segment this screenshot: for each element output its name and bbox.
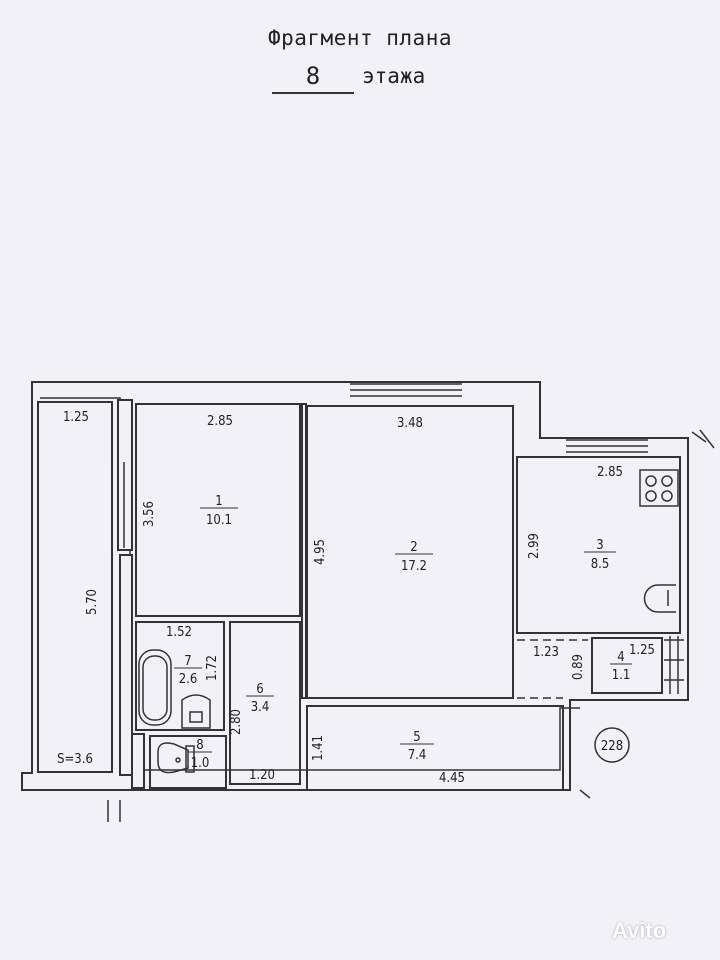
room-5-number: 5 — [413, 730, 420, 745]
room-1-area: 10.1 — [206, 513, 232, 528]
room-3-number: 3 — [596, 538, 603, 553]
avito-watermark: Avito — [612, 918, 667, 943]
dim-r2-width: 3.48 — [397, 416, 423, 431]
dim-r6-length: 2.80 — [229, 709, 244, 735]
window-kitchen — [566, 439, 648, 453]
room-2-area: 17.2 — [401, 559, 427, 574]
dim-r5-width: 4.45 — [439, 771, 465, 786]
room-8-area: 1.0 — [191, 756, 210, 771]
dim-balcony-length: 5.70 — [85, 589, 100, 615]
room-1-number: 1 — [215, 494, 222, 509]
room-3-outline — [516, 456, 681, 634]
plan-title: Фрагмент плана — [267, 26, 452, 50]
balcony-outline — [37, 401, 113, 773]
room-7-number: 7 — [184, 654, 191, 669]
room-6-number: 6 — [256, 682, 263, 697]
room-7-outline — [135, 621, 225, 731]
dim-hall-width: 1.23 — [533, 645, 559, 660]
room-4-outline — [591, 637, 663, 694]
dim-r4-length: 0.89 — [571, 654, 586, 680]
apartment-tag-circle — [594, 727, 630, 763]
dim-r7-width: 1.52 — [166, 625, 192, 640]
room-7-area: 2.6 — [179, 672, 198, 687]
floor-number: 8 — [272, 62, 354, 94]
dim-r1-width: 2.85 — [207, 414, 233, 429]
room-1-outline — [135, 403, 301, 617]
dim-r2-length: 4.95 — [313, 539, 328, 565]
window-balcony — [111, 462, 125, 548]
washbasin-icon — [181, 694, 211, 729]
room-8-number: 8 — [196, 738, 203, 753]
dim-r6-width: 1.20 — [249, 768, 275, 783]
room-2-number: 2 — [410, 540, 417, 555]
dim-balcony-width: 1.25 — [63, 410, 89, 425]
window-room-2 — [350, 383, 462, 397]
room-6-area: 3.4 — [251, 700, 270, 715]
dim-r4-width: 1.25 — [629, 643, 655, 658]
room-5-outline — [306, 705, 564, 791]
stove-icon — [639, 469, 679, 507]
outer-wall — [21, 381, 689, 791]
room-4-number: 4 — [617, 650, 624, 665]
kitchen-sink-icon — [643, 584, 676, 613]
dim-r3-width: 2.85 — [597, 465, 623, 480]
room-8-outline — [149, 735, 227, 789]
room-6-outline — [229, 621, 301, 785]
apartment-tag: 228 — [601, 739, 623, 754]
bathtub-icon — [138, 649, 172, 726]
toilet-icon — [157, 742, 195, 774]
dim-r3-length: 2.99 — [527, 533, 542, 559]
room-3-area: 8.5 — [591, 557, 610, 572]
dim-r7-length: 1.72 — [205, 655, 220, 681]
dim-r1-length: 3.56 — [142, 501, 157, 527]
floor-word: этажа — [362, 64, 426, 88]
room-5-area: 7.4 — [408, 748, 427, 763]
dim-r5-length: 1.41 — [311, 735, 326, 761]
balcony-area: S=3.6 — [57, 752, 93, 767]
room-4-area: 1.1 — [612, 668, 631, 683]
